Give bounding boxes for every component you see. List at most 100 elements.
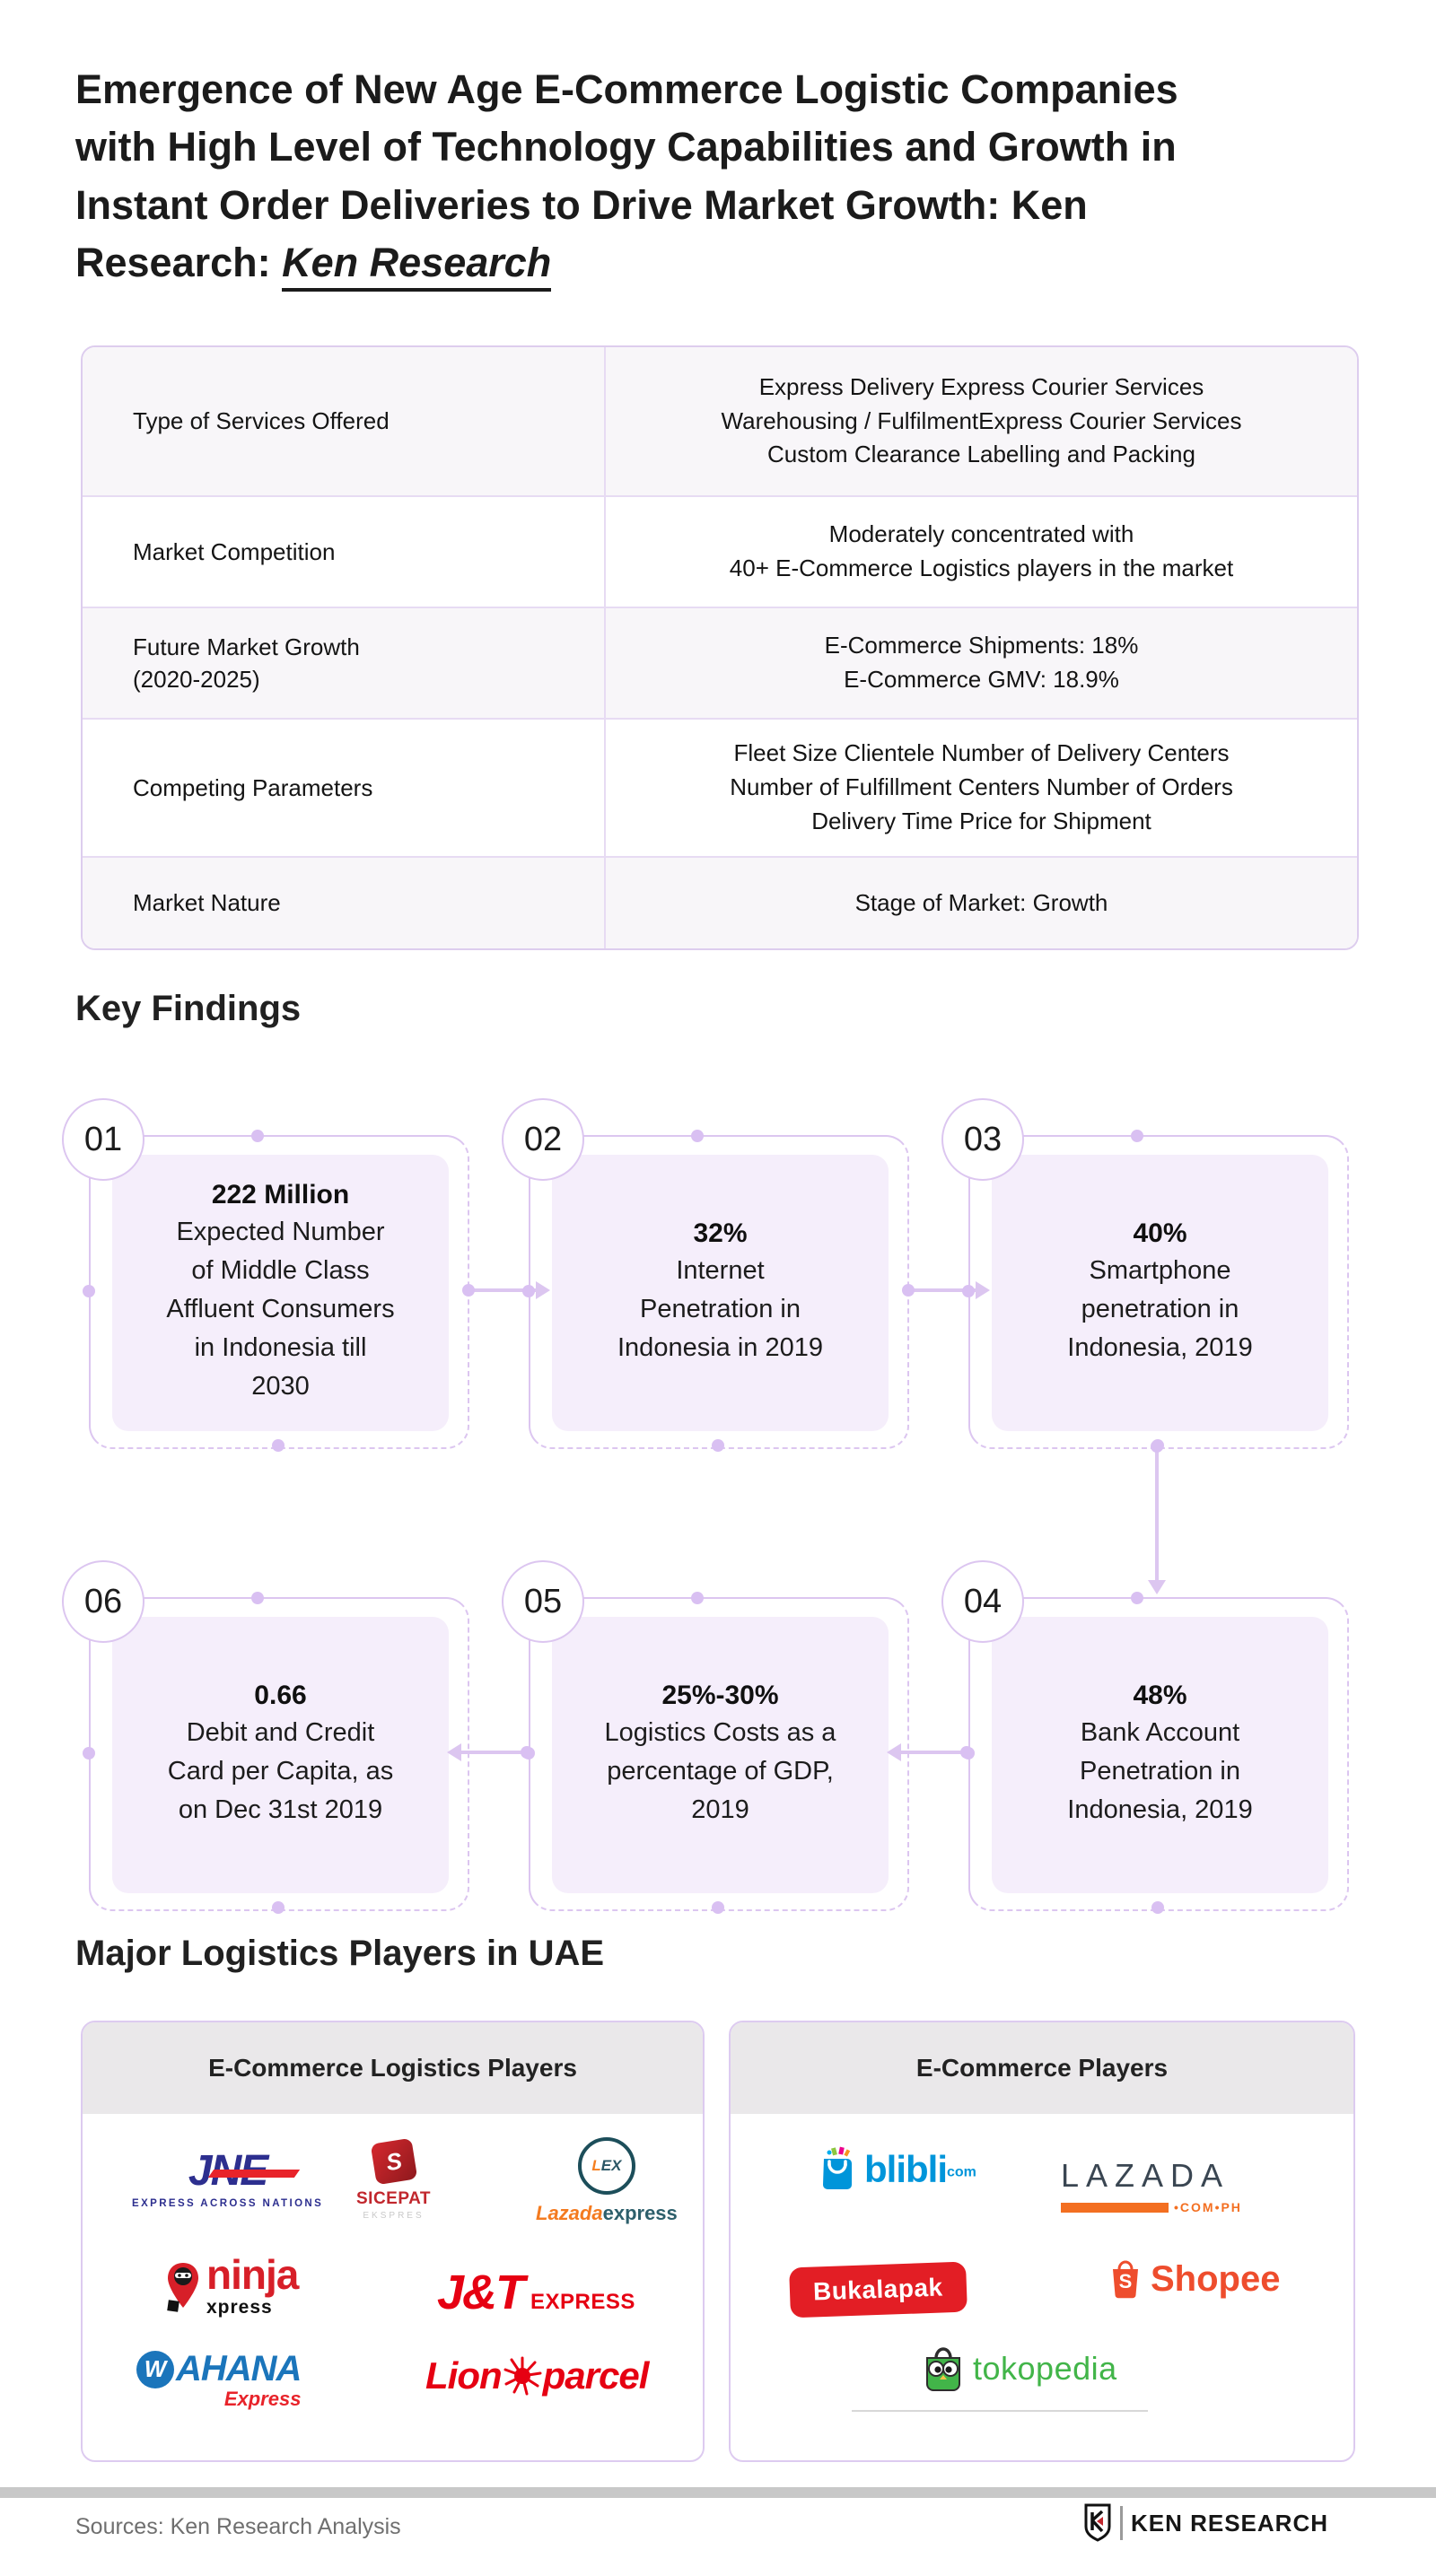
wahana-circle-w-icon: W [136, 2350, 174, 2388]
lion-head-icon [503, 2356, 542, 2396]
shopee-bag-icon: S [1108, 2257, 1143, 2301]
connector-dot [272, 1439, 285, 1452]
shopee-initial: S [1118, 2270, 1133, 2292]
connector-dot [251, 1130, 264, 1142]
tokopedia-logo: tokopedia [921, 2345, 1117, 2392]
ninja-map-pin-icon [167, 2262, 198, 2312]
connector-dot [83, 1747, 95, 1760]
tokopedia-owl-bag-icon [926, 2347, 960, 2391]
wahana-wordmark: W AHANA [136, 2349, 302, 2389]
table-row-value: E-Commerce Shipments: 18%E-Commerce GMV:… [824, 632, 1139, 693]
ecommerce-card-title: E-Commerce Players [731, 2022, 1353, 2114]
ecommerce-card-body: bliblicom LAZADA •COM•PH Bukalapak S Sho… [731, 2114, 1353, 2460]
shopee-text: Shopee [1151, 2258, 1281, 2299]
connector-dot [712, 1439, 724, 1452]
lazada-underline: •COM•PH [1061, 2200, 1242, 2214]
bukalapak-logo: Bukalapak [789, 2261, 968, 2318]
blibli-sup-text: com [947, 2164, 976, 2180]
wahana-subtext: Express [223, 2388, 302, 2410]
lex-circle-ex: EX [600, 2157, 622, 2174]
ninja-xpress-logo: ninja xpress [165, 2251, 299, 2318]
table-row: Market Competition Moderately concentrat… [83, 497, 1357, 608]
finding-number-badge: 01 [62, 1098, 144, 1181]
bukalapak-text: Bukalapak [789, 2261, 968, 2318]
blibli-wordmark: bliblicom [864, 2148, 976, 2191]
sicepat-square-icon: S [370, 2137, 417, 2186]
table-row: Type of Services Offered Express Deliver… [83, 347, 1357, 497]
tokopedia-text: tokopedia [973, 2350, 1117, 2387]
sicepat-subtext: EKSPRES [363, 2211, 425, 2221]
ken-research-brand: KEN RESEARCH [1083, 2503, 1328, 2543]
players-heading: Major Logistics Players in UAE [75, 1934, 605, 1973]
table-row-label: Competing Parameters [83, 720, 606, 856]
tokopedia-divider [852, 2410, 1148, 2412]
connector-dot [522, 1285, 535, 1297]
page-title: Emergence of New Age E-Commerce Logistic… [75, 61, 1395, 293]
wahana-express-logo: W AHANA Express [136, 2349, 302, 2411]
shield-k-icon [1084, 2503, 1111, 2542]
flow-arrow-down-icon [1148, 1440, 1166, 1594]
ninja-text: ninja [206, 2251, 299, 2298]
table-row-label: Type of Services Offered [83, 347, 606, 495]
logistics-players-card: E-Commerce Logistics Players JNE EXPRESS… [81, 2021, 705, 2462]
finding-number-badge: 06 [62, 1560, 144, 1643]
connector-dot [691, 1130, 704, 1142]
lazada-subtext: •COM•PH [1174, 2200, 1242, 2214]
lazada-express-wordmark: Lazadaexpress [536, 2202, 678, 2225]
wahana-text: AHANA [176, 2349, 302, 2388]
finding-value: 32% [693, 1218, 748, 1249]
table-row-label: Market Competition [83, 497, 606, 607]
shopee-bag-svg [1113, 2260, 1138, 2299]
table-row-label: Market Nature [83, 858, 606, 948]
title-line-3: Instant Order Deliveries to Drive Market… [75, 181, 1088, 228]
lazada-text: LAZADA [1061, 2157, 1230, 2194]
finding-number-badge: 04 [941, 1560, 1024, 1643]
ken-research-link[interactable]: Ken Research [282, 240, 552, 293]
table-row-value: Stage of Market: Growth [854, 888, 1108, 916]
brand-text: KEN RESEARCH [1130, 2509, 1328, 2537]
jnt-text: J&T [437, 2266, 525, 2319]
title-line-1: Emergence of New Age E-Commerce Logistic… [75, 66, 1178, 112]
finding-number: 03 [963, 1120, 1003, 1158]
table-row-value: Express Delivery Express Courier Service… [721, 372, 1242, 468]
finding-value: 48% [1133, 1681, 1187, 1711]
shopee-logo: S Shopee [1108, 2257, 1280, 2301]
finding-value: 25%-30% [661, 1681, 779, 1711]
finding-number: 02 [523, 1120, 563, 1158]
connector-dot [83, 1285, 95, 1297]
table-row-value: Fleet Size Clientele Number of Delivery … [730, 739, 1233, 834]
finding-value: 40% [1133, 1218, 1187, 1249]
jne-logo: JNE EXPRESS ACROSS NATIONS [132, 2150, 323, 2210]
finding-number-badge: 02 [502, 1098, 584, 1181]
ninja-wordmark: ninja xpress [206, 2251, 299, 2318]
summary-table: Type of Services Offered Express Deliver… [81, 345, 1359, 950]
connector-dot [272, 1901, 285, 1914]
connector-dot [522, 1747, 535, 1760]
lex-circle-l: L [591, 2157, 601, 2174]
jnt-subtext: EXPRESS [530, 2290, 635, 2314]
connector-dot [712, 1901, 724, 1914]
logistics-card-title: E-Commerce Logistics Players [83, 2022, 703, 2114]
blibli-bag-icon [823, 2146, 852, 2189]
finding-number: 04 [963, 1582, 1003, 1620]
finding-number: 06 [83, 1582, 123, 1620]
lex-suffix: express [602, 2202, 678, 2224]
ninja-subtext: xpress [206, 2296, 273, 2318]
